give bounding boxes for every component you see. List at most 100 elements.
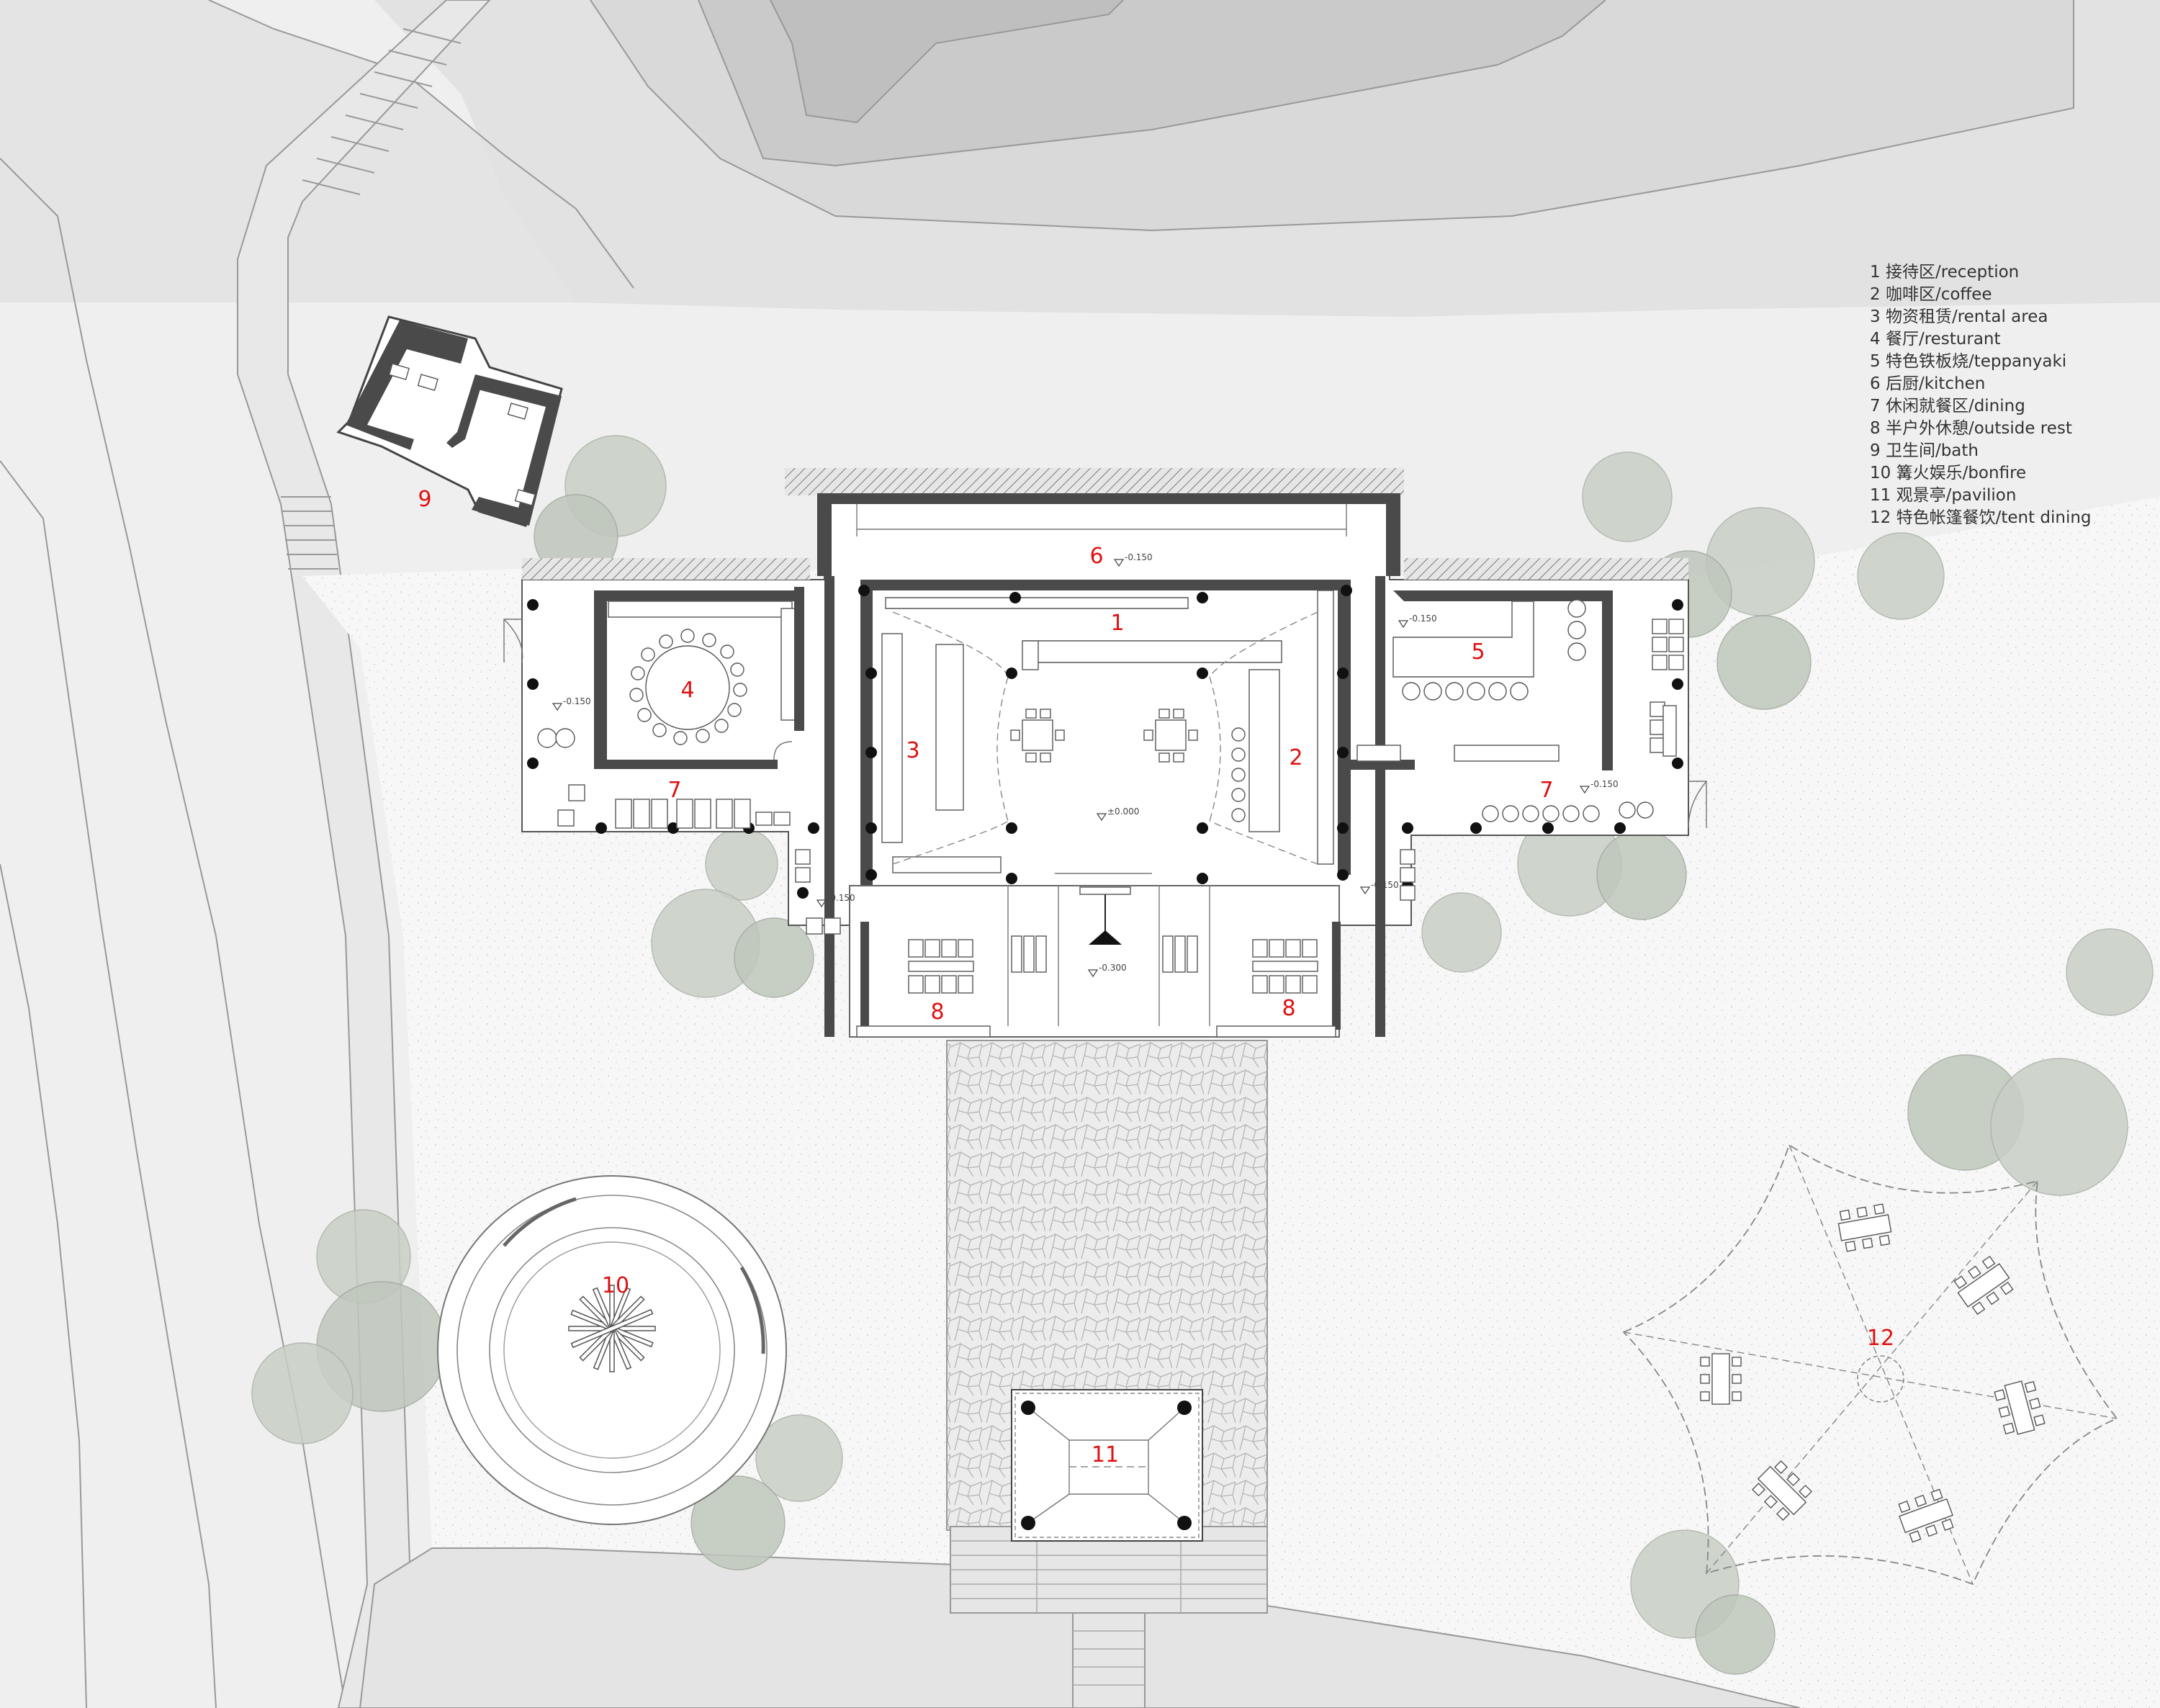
porch-step [1216,1025,1336,1038]
contour [0,460,217,1708]
east-counter [1356,745,1401,762]
seat [795,867,811,883]
zone-label-tent-dining: 12 [1867,1326,1894,1351]
legend: 1 接待区/reception 2 咖啡区/coffee 3 物资租赁/rent… [1870,263,2092,527]
tent-table [1751,1460,1813,1522]
bonfire-ring [503,1241,721,1459]
seat [824,917,841,935]
zone-numbers: 1 2 3 4 5 6 7 7 8 8 9 10 11 12 [418,487,1894,1467]
tree [2066,928,2154,1016]
retaining-wall [785,468,1404,495]
seat [1400,849,1416,865]
legend-item: 9 卫生间/bath [1870,441,1979,460]
contour [208,0,634,289]
rental-wall-shelf [881,633,903,843]
zone-label-bonfire: 10 [602,1273,629,1298]
porch-step [856,1025,991,1038]
tree [251,1342,354,1444]
zone-label-coffee: 2 [1289,745,1302,770]
porch-wall [1332,922,1341,1030]
restaurant-counter [608,601,793,618]
bath-partition [446,374,484,448]
level-markers: -0.150 -0.150 -0.150 -0.150 -0.150 -0.15… [552,552,1619,978]
level-label: -0.150 [1371,880,1399,890]
legend-item: 4 餐厅/resturant [1870,330,2001,349]
tree [705,827,778,901]
tent-center [1857,1355,1904,1403]
zone-label-bath: 9 [418,487,431,512]
zone-label-pavilion: 11 [1092,1442,1119,1467]
legend-item: 7 休闲就餐区/dining [1870,397,2025,415]
contour [590,0,2074,232]
hall-table [1010,709,1065,763]
contour [770,0,1124,124]
zone-label-reception: 1 [1110,611,1124,636]
teppanyaki-wall [1393,590,1613,601]
zone-label-dining-west: 7 [667,778,681,803]
wall [1375,576,1385,1037]
coffee-stools [1231,727,1246,822]
porch-benches-east [1252,939,1318,994]
entry-door [1079,886,1131,895]
round-banquet-table [645,645,730,730]
legend-item: 11 观景亭/pavilion [1870,486,2016,505]
level-label: -0.150 [827,893,855,903]
bonfire-pit-icon [568,1285,656,1372]
tree [1695,1594,1776,1675]
teppanyaki-stools [1402,599,1586,701]
pavilion-column [1021,1516,1035,1530]
level-label: -0.150 [1125,552,1153,562]
lounge-chair [557,809,575,827]
pavilion-column [1177,1401,1192,1415]
level-label: -0.150 [1409,613,1437,624]
step-lines [1073,1630,1145,1686]
door [1688,781,1707,829]
level-marker-hall: ±0.000 [1096,806,1139,822]
toilet-fixture [507,403,528,420]
seat [806,917,823,935]
level-marker-dining-east: -0.150 [1579,779,1619,794]
contour [698,0,1606,167]
east-lounge-seats [1650,619,1684,757]
rental-counter [892,856,1002,873]
bonfire-ring [489,1227,735,1473]
pavilion-ridge [1027,1407,1185,1524]
lounge-chair [568,784,585,801]
hall-wall-east [1338,580,1351,875]
entry-arrow-icon [1089,930,1122,945]
door [503,619,523,663]
tree [1990,1058,2128,1196]
bonfire-ring [456,1195,768,1506]
porch-benches-west [908,939,974,994]
hill-peak [770,0,1123,122]
lounge-chair [537,728,557,748]
main-building [503,468,1707,1038]
zone-label-restaurant: 4 [680,678,694,703]
lounge-chair [555,728,575,748]
tree [690,1475,786,1570]
tree [1857,532,1945,620]
tree [755,1414,843,1502]
wall [794,587,804,731]
wall [824,576,834,1037]
legend-item: 2 咖啡区/coffee [1870,285,1992,304]
bath-wall-east [472,374,562,526]
toilet-fixture [388,363,410,380]
toilet-fixture [417,374,438,391]
back-shelf [885,597,1189,609]
dining-tables-west [615,799,791,829]
seat [1400,885,1416,901]
legend-item: 12 特色帐篷餐饮/tent dining [1870,508,2092,527]
ceiling-line [892,611,1318,865]
legend-item: 3 物资租赁/rental area [1870,307,2048,326]
pavilion-slab [1011,1389,1203,1542]
zone-label-outside-rest-west: 8 [930,999,944,1025]
coffee-counter [1248,669,1280,832]
tent-table [1898,1488,1954,1543]
trees [251,435,2154,1675]
pavilion-roof [1014,1393,1200,1538]
zone-label-kitchen: 6 [1089,544,1103,569]
teppanyaki-wall-east [1602,590,1613,770]
level-label: -0.150 [563,696,591,706]
retaining-wall [1404,558,1688,580]
